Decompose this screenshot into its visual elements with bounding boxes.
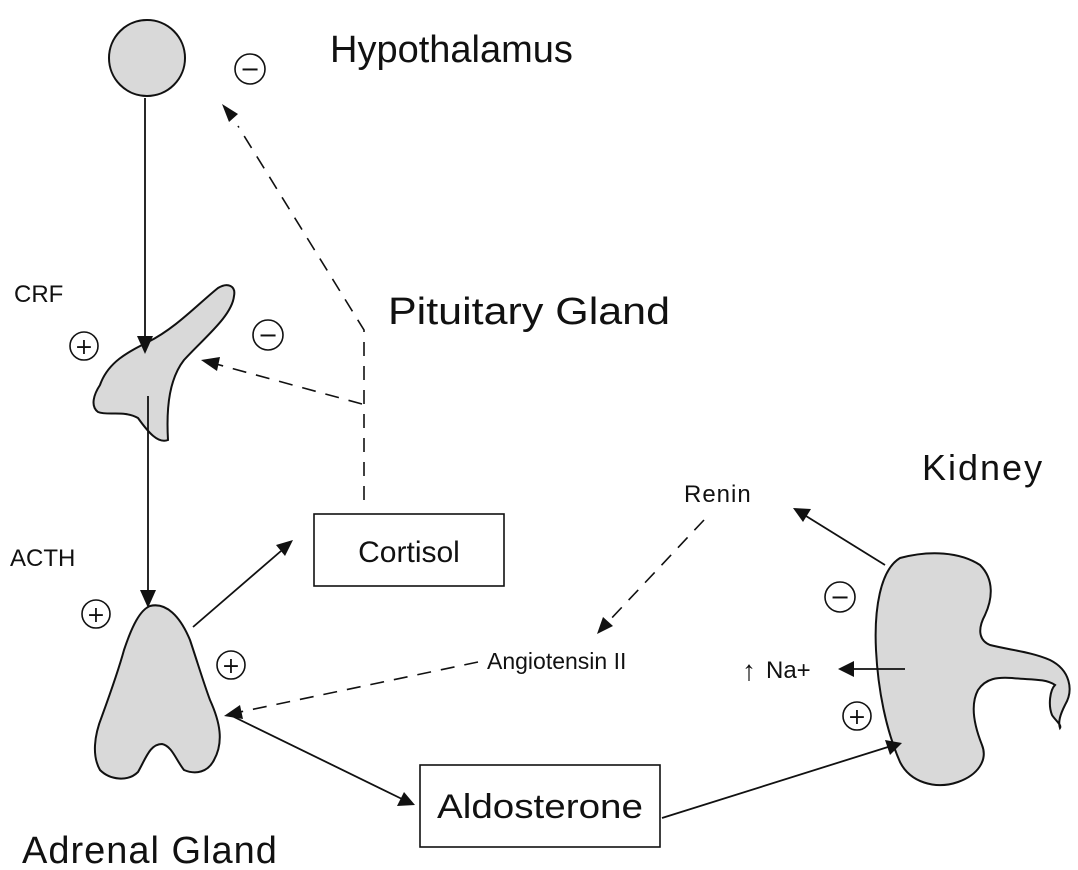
hypothalamus-shape bbox=[109, 20, 185, 96]
aldosterone-arrowhead bbox=[397, 792, 415, 806]
acth-label: ACTH bbox=[10, 545, 75, 572]
hypothalamus-label: Hypothalamus bbox=[330, 29, 573, 71]
crf-plus-sign: + bbox=[70, 332, 98, 360]
minus-glyph: − bbox=[830, 583, 850, 611]
angiotensin-plus-sign: + bbox=[217, 651, 245, 679]
adrenal-gland-label: Adrenal Gland bbox=[22, 830, 278, 870]
sodium-label: Na+ bbox=[766, 657, 811, 684]
plus-glyph: + bbox=[848, 705, 866, 730]
plus-glyph: + bbox=[222, 654, 240, 679]
kidney-label: Kidney bbox=[922, 447, 1044, 488]
pituitary-feedback-arrowhead bbox=[201, 357, 220, 371]
crf-label: CRF bbox=[14, 281, 63, 308]
cortisol-feedback-line bbox=[238, 126, 364, 500]
minus-glyph: − bbox=[258, 321, 278, 349]
angiotensin-label: Angiotensin II bbox=[487, 648, 626, 674]
renin-to-angiotensin-line bbox=[608, 520, 704, 622]
renin-label: Renin bbox=[684, 481, 752, 508]
adrenal-gland-shape bbox=[95, 605, 220, 778]
adrenal-feedback-arrowhead bbox=[224, 705, 243, 719]
renin-arrowhead bbox=[793, 508, 811, 522]
sodium-arrowhead bbox=[838, 661, 854, 677]
cortisol-label: Cortisol bbox=[358, 536, 460, 569]
hypothalamus-minus-sign: − bbox=[235, 54, 265, 84]
kidney-plus-sign: + bbox=[843, 702, 871, 730]
aldosterone-to-kidney-arrow bbox=[662, 747, 888, 818]
adrenal-to-cortisol-arrow bbox=[193, 551, 281, 627]
angiotensin-arrowhead bbox=[597, 617, 613, 634]
increase-icon: ↑ bbox=[742, 655, 756, 686]
pituitary-label: Pituitary Gland bbox=[388, 291, 670, 333]
plus-glyph: + bbox=[75, 335, 93, 360]
pituitary-minus-sign: − bbox=[253, 320, 283, 350]
acth-plus-sign: + bbox=[82, 600, 110, 628]
hypothalamus-feedback-arrowhead bbox=[222, 104, 238, 122]
kidney-to-renin-arrow bbox=[806, 516, 885, 565]
pituitary-feedback-line bbox=[216, 364, 362, 404]
adrenal-to-aldosterone-arrow bbox=[230, 715, 402, 799]
plus-glyph: + bbox=[87, 603, 105, 628]
kidney-minus-sign: − bbox=[825, 582, 855, 612]
angiotensin-to-adrenal-line bbox=[240, 662, 478, 712]
minus-glyph: − bbox=[240, 55, 260, 83]
aldosterone-label: Aldosterone bbox=[437, 788, 643, 826]
